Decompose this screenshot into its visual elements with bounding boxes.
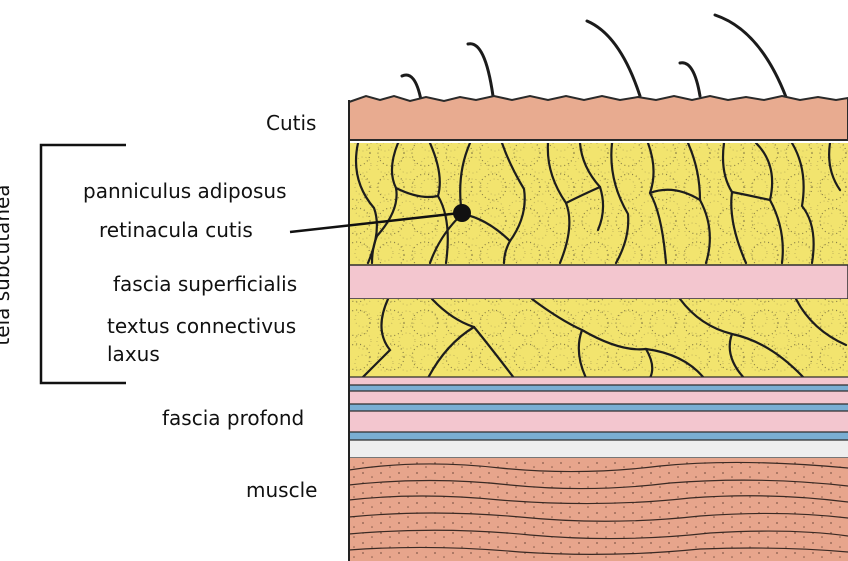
label-retinacula-cutis: retinacula cutis xyxy=(99,218,253,242)
label-laxus: laxus xyxy=(107,342,160,366)
textus-connectivus-laxus-layer xyxy=(349,299,848,378)
retinacula-cutis-marker xyxy=(453,204,471,222)
label-tela-subcutanea: tela subcutanea xyxy=(0,184,14,345)
label-fascia-profond: fascia profond xyxy=(162,406,304,430)
fascia-superficialis-layer xyxy=(349,265,848,299)
hair-strands xyxy=(402,15,786,100)
label-cutis: Cutis xyxy=(266,111,316,135)
muscle-layer xyxy=(349,458,848,561)
label-muscle: muscle xyxy=(246,478,317,502)
label-panniculus-adiposus: panniculus adiposus xyxy=(83,179,287,203)
label-textus-connectivus: textus connectivus xyxy=(107,314,296,338)
label-fascia-superficialis: fascia superficialis xyxy=(113,272,297,296)
cutis-layer xyxy=(349,96,848,140)
panniculus-adiposus-layer xyxy=(349,143,848,265)
fascia-profond-layer xyxy=(349,377,848,458)
